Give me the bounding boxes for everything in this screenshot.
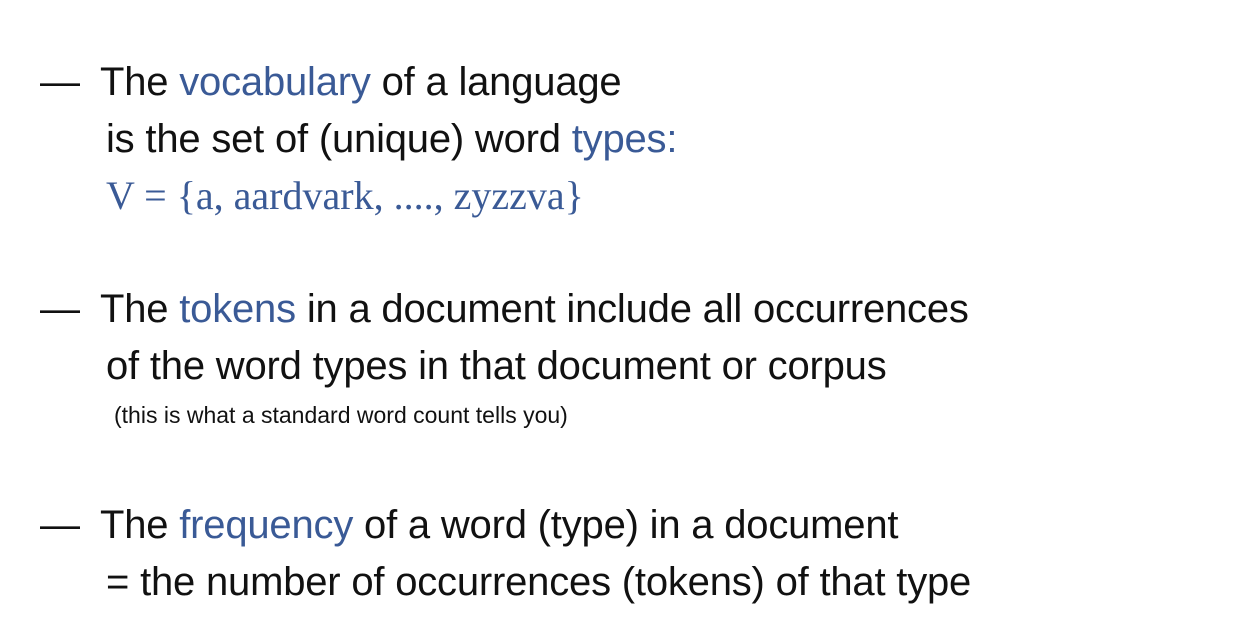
tokens-line-2: of the word types in that document or co… xyxy=(106,344,887,388)
vocabulary-line-1-post: of a language xyxy=(370,60,622,104)
vocabulary-formula: V = {a, aardvark, ...., zyzzva} xyxy=(106,173,584,218)
frequency-line-1-post: of a word (type) in a document xyxy=(353,503,899,547)
tokens-line-1: The tokens in a document include all occ… xyxy=(100,289,969,329)
dash-bullet-icon: — xyxy=(40,503,80,547)
vocabulary-line-1-pre: The xyxy=(100,60,180,104)
tokens-note: (this is what a standard word count tell… xyxy=(114,402,568,428)
vocabulary-line-2-pre: is the set of (unique) word xyxy=(106,117,572,161)
tokens-line-1-post: in a document include all occurrences xyxy=(295,287,969,331)
frequency-line-1-pre: The xyxy=(100,503,180,547)
vocabulary-line-1: The vocabulary of a language xyxy=(100,60,622,104)
dash-bullet-icon: — xyxy=(40,287,80,331)
vocabulary-term: vocabulary xyxy=(179,60,371,104)
frequency-line-1: The frequency of a word (type) in a docu… xyxy=(100,503,899,547)
frequency-term: frequency xyxy=(179,503,354,547)
types-term: types: xyxy=(571,117,678,161)
frequency-line-2: = the number of occurrences (tokens) of … xyxy=(106,560,972,604)
dash-bullet-icon: — xyxy=(40,60,80,104)
tokens-line-1-pre: The xyxy=(100,287,180,331)
vocabulary-line-2: is the set of (unique) word types: xyxy=(106,119,677,159)
tokens-term: tokens xyxy=(179,287,296,331)
